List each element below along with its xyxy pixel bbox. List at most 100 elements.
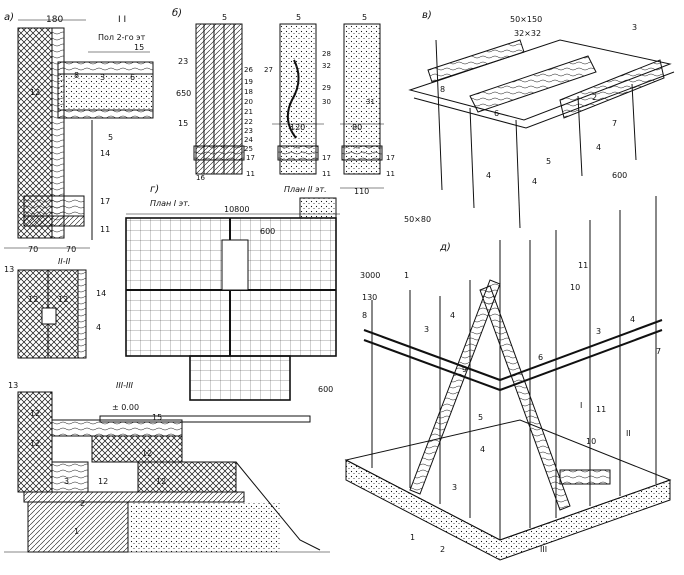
panel-b-callout-11b: 11 [322, 170, 331, 178]
section-ii-callout-14: 14 [96, 289, 106, 298]
section-iii-callout-12a: 12 [30, 409, 40, 418]
panel-v-callout-7: 7 [612, 119, 617, 128]
panel-a-callout-5: 5 [108, 133, 113, 142]
section-iii-callout-12d: 12 [156, 477, 166, 486]
panel-b-callout-32: 32 [322, 62, 331, 70]
panel-b-callout-30: 30 [322, 98, 331, 106]
panel-b-callout-5b: 5 [296, 13, 301, 22]
panel-b-callout-27: 27 [264, 66, 273, 74]
panel-b-callout-19: 19 [244, 78, 253, 86]
section-iii-callout-12e: 12 [98, 477, 108, 486]
panel-a-callout-6: 6 [130, 73, 135, 82]
panel-d-section-mark-ii: II [626, 429, 631, 438]
panel-v-size-post: 50×80 [404, 215, 431, 224]
panel-a-letter: а) [4, 12, 14, 23]
panel-d-callout-6: 6 [538, 353, 543, 362]
panel-b-callout-24: 24 [244, 136, 253, 144]
panel-b-callout-23: 23 [244, 127, 253, 135]
panel-b-callout-20: 20 [244, 98, 253, 106]
panel-d-dim-a: 3000 [360, 271, 380, 280]
panel-v-callout-6: 6 [494, 109, 499, 118]
panel-b-callout-5c: 5 [362, 13, 367, 22]
panel-d-section-mark-i: I [580, 401, 582, 410]
panel-b-callout-16: 16 [196, 174, 205, 182]
panel-b-callout-5a: 5 [222, 13, 227, 22]
panel-a-callout-15: 15 [134, 43, 144, 52]
panel-a-callout-8: 8 [74, 71, 79, 80]
section-ii-callout-4: 4 [96, 323, 101, 332]
panel-b-dim-a: 23 [178, 57, 188, 66]
panel-b-callout-31: 31 [366, 98, 375, 106]
panel-g-grid-bottom: 600 [318, 385, 333, 394]
panel-v-callout-4a: 4 [486, 171, 491, 180]
panel-v-dim: 600 [612, 171, 627, 180]
panel-b-callout-18: 18 [244, 88, 253, 96]
panel-d-letter: д) [439, 242, 451, 253]
panel-b-dim-mid: 120 [290, 123, 305, 132]
panel-d-house-frame: д) 3000 130 1 1 8 3 3 3 4 4 4 9 5 2 10 1… [344, 196, 672, 561]
panel-d-callout-8: 8 [362, 311, 367, 320]
section-iii-callout-3: 3 [64, 477, 69, 486]
panel-a-callout-17: 17 [100, 197, 110, 206]
panel-d-callout-9: 9 [462, 365, 467, 374]
panel-b-dim-right: 80 [352, 123, 362, 132]
level-mark: ± 0.00 [112, 403, 139, 412]
panel-b-dim-c: 15 [178, 119, 188, 128]
panel-b-callout-11a: 11 [246, 170, 255, 178]
panel-a-section-i: а) 180 I I Пол 2-го эт 15 8 3 6 5 12 14 … [4, 12, 154, 254]
panel-d-callout-4c: 4 [630, 315, 635, 324]
section-iii-iii: III-III ± 0.00 13 15 12 12 12 12 12 3 2 … [4, 381, 330, 553]
panel-v-callout-4b: 4 [532, 177, 537, 186]
panel-d-section-mark-iii: III [540, 545, 547, 554]
panel-a-section-title: I I [118, 15, 126, 25]
panel-b-callout-25: 25 [244, 145, 253, 153]
panel-a-callout-11: 11 [100, 225, 110, 234]
panel-d-callout-2: 2 [440, 545, 445, 554]
panel-b-callout-22: 22 [244, 118, 253, 126]
panel-v-callout-4c: 4 [596, 143, 601, 152]
panel-d-callout-1a: 1 [404, 271, 409, 280]
section-iii-callout-2: 2 [80, 499, 85, 508]
panel-b-callout-21: 21 [244, 108, 253, 116]
panel-a-callout-3: 3 [100, 73, 105, 82]
section-iii-callout-13: 13 [8, 381, 18, 390]
panel-v-size-mid: 32×32 [514, 29, 541, 38]
panel-v-callout-3: 3 [632, 23, 637, 32]
panel-b-callout-28: 28 [322, 50, 331, 58]
panel-a-dim-top: 180 [46, 15, 63, 25]
section-iii-callout-1: 1 [74, 527, 79, 536]
section-ii-label: II-II [58, 257, 71, 266]
panel-d-callout-3a: 3 [424, 325, 429, 334]
panel-b-callout-17b: 17 [322, 154, 331, 162]
panel-d-callout-10a: 10 [570, 283, 580, 292]
panel-d-callout-1b: 1 [410, 533, 415, 542]
section-ii-callout-12b: 12 [58, 295, 68, 304]
panel-d-callout-5: 5 [478, 413, 483, 422]
panel-b-callout-29: 29 [322, 84, 331, 92]
panel-d-callout-3c: 3 [596, 327, 601, 336]
panel-g-width: 10800 [224, 205, 249, 214]
section-iii-label: III-III [116, 381, 134, 390]
panel-v-size-top: 50×150 [510, 15, 542, 24]
panel-d-callout-3b: 3 [452, 483, 457, 492]
panel-b-plan-label: План II эт. [284, 185, 327, 194]
panel-a-callout-14: 14 [100, 149, 110, 158]
panel-d-dim-b: 130 [362, 293, 377, 302]
panel-g-floor-plan: г) План I эт. 10800 600 600 [125, 184, 340, 401]
section-iii-callout-12b: 12 [30, 439, 40, 448]
panel-d-callout-7: 7 [656, 347, 661, 356]
panel-b-callout-11c: 11 [386, 170, 395, 178]
panel-b-wall-sections: б) 23 650 15 120 80 План II эт. 110 5 5 … [172, 7, 395, 196]
panel-a-dim-right: 70 [66, 245, 76, 254]
panel-d-callout-4a: 4 [450, 311, 455, 320]
floor-label: Пол 2-го эт [98, 33, 146, 42]
panel-b-callout-17c: 17 [386, 154, 395, 162]
panel-a-dim-left: 70 [28, 245, 38, 254]
section-iii-callout-15: 15 [152, 413, 162, 422]
panel-d-callout-4b: 4 [480, 445, 485, 454]
panel-d-callout-11b: 11 [596, 405, 606, 414]
panel-b-callout-26: 26 [244, 66, 253, 74]
section-ii-ii: II-II 13 12 12 14 4 [4, 257, 106, 359]
panel-g-plan-label: План I эт. [150, 199, 190, 208]
